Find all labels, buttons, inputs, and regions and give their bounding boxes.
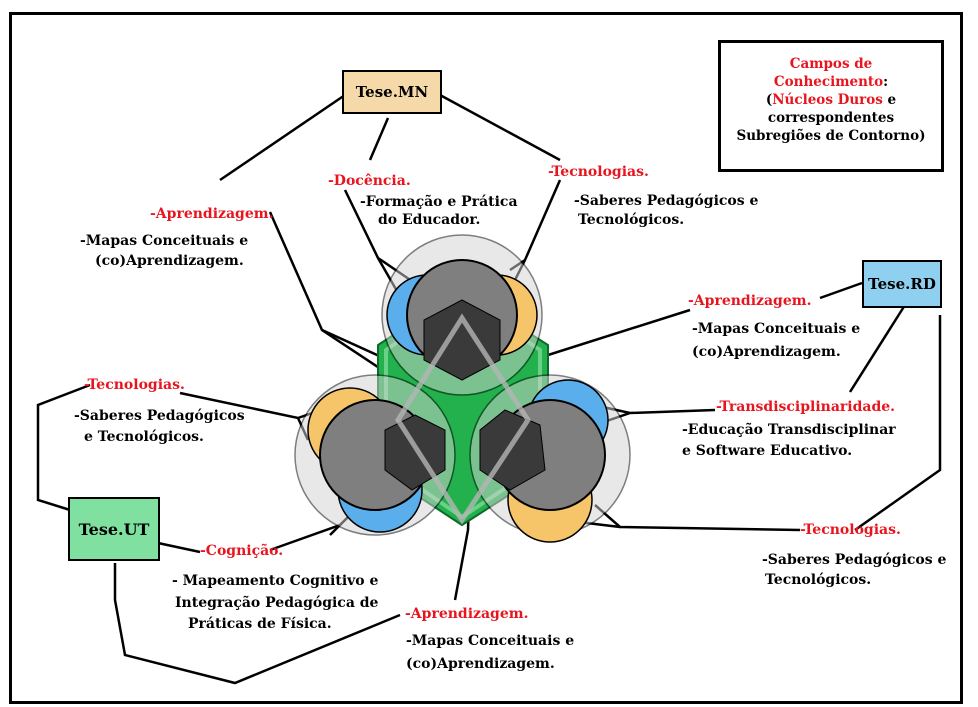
rd-tecnologias-title: -Tecnologias. — [800, 522, 901, 538]
ut-to-tecnologias-line — [36, 383, 91, 512]
rd-aprendizagem-line1: -Mapas Conceituais e — [692, 321, 861, 337]
ut-tecnologias-line1: -Saberes Pedagógicos — [74, 408, 245, 424]
tecnologias-rd-link — [594, 504, 801, 532]
mn-to-aprendizagem-line — [219, 93, 346, 182]
mn-docencia-title: -Docência. — [328, 173, 411, 189]
tese-rd-box: Tese.RD — [862, 260, 942, 308]
mn-to-tecnologias-line — [439, 93, 561, 162]
legend-colon: : — [883, 74, 889, 90]
rd-aprendizagem-title: -Aprendizagem. — [688, 293, 812, 309]
rd-transdisc-line2: e Software Educativo. — [682, 443, 853, 459]
ut-cognicao-line3: Práticas de Física. — [188, 616, 332, 632]
legend-line1: Campos de — [721, 55, 941, 73]
mn-docencia-line2: do Educador. — [378, 212, 481, 228]
inner-triangle-outline — [395, 313, 531, 525]
legend-conhecimento: Conhecimento — [773, 74, 884, 90]
ut-aprendizagem-title: -Aprendizagem. — [405, 606, 529, 622]
rd-tecnologias-line1: -Saberes Pedagógicos e — [762, 552, 947, 568]
ut-tecnologias-title: -Tecnologias. — [84, 377, 185, 393]
tese-mn-box: Tese.MN — [342, 70, 442, 114]
legend-line5: Subregiões de Contorno) — [736, 128, 926, 144]
ut-cognicao-line1: - Mapeamento Cognitivo e — [172, 573, 379, 589]
ut-cognicao-line2: Integração Pedagógica de — [175, 595, 379, 611]
rd-aprendizagem-line2: (co)Aprendizagem. — [692, 344, 841, 360]
ut-aprendizagem-line2: (co)Aprendizagem. — [406, 656, 555, 672]
rd-to-transdisc-line — [848, 304, 907, 393]
rd-to-aprendizagem-line — [819, 281, 863, 300]
rd-to-tecnologias-line — [854, 315, 942, 532]
legend-box: Campos de Conhecimento: (Núcleos Duros e… — [718, 40, 944, 172]
legend-paren-open: ( — [765, 92, 773, 108]
legend-line3: (Núcleos Duros e — [721, 91, 941, 109]
ut-cognicao-title: -Cognição. — [200, 543, 284, 559]
mn-aprendizagem-title: -Aprendizagem. — [150, 206, 274, 222]
right-circle-cluster — [469, 374, 631, 543]
rd-transdisc-line1: -Educação Transdisciplinar — [682, 422, 896, 438]
legend-e: e — [882, 92, 897, 108]
legend-nucleos: Núcleos Duros — [772, 92, 883, 108]
legend-line4: correspondentes — [767, 110, 895, 126]
ut-bottom-loop — [113, 563, 401, 685]
mn-aprendizagem-line2: (co)Aprendizagem. — [95, 253, 244, 269]
mn-docencia-line1: -Formação e Prática — [360, 194, 518, 210]
mn-tecnologias-line1: -Saberes Pedagógicos e — [574, 193, 759, 209]
mn-tecnologias-title: -Tecnologias. — [548, 164, 649, 180]
tese-ut-box: Tese.UT — [68, 497, 160, 561]
left-circle-cluster — [294, 374, 456, 536]
mn-tecnologias-line2: Tecnológicos. — [578, 212, 685, 228]
top-circle-cluster — [381, 234, 543, 396]
mn-to-docencia-line — [368, 117, 390, 161]
ut-to-cognicao-line — [157, 541, 201, 554]
rd-tecnologias-line2: Tecnológicos. — [765, 572, 872, 588]
rd-transdisc-title: -Transdisciplinaridade. — [716, 399, 896, 415]
mn-aprendizagem-line1: -Mapas Conceituais e — [80, 233, 249, 249]
ut-tecnologias-line2: e Tecnológicos. — [84, 429, 204, 445]
legend-line2: Conhecimento: — [721, 73, 941, 91]
ut-aprendizagem-line1: -Mapas Conceituais e — [406, 633, 575, 649]
legend-campos: Campos de — [789, 56, 873, 72]
